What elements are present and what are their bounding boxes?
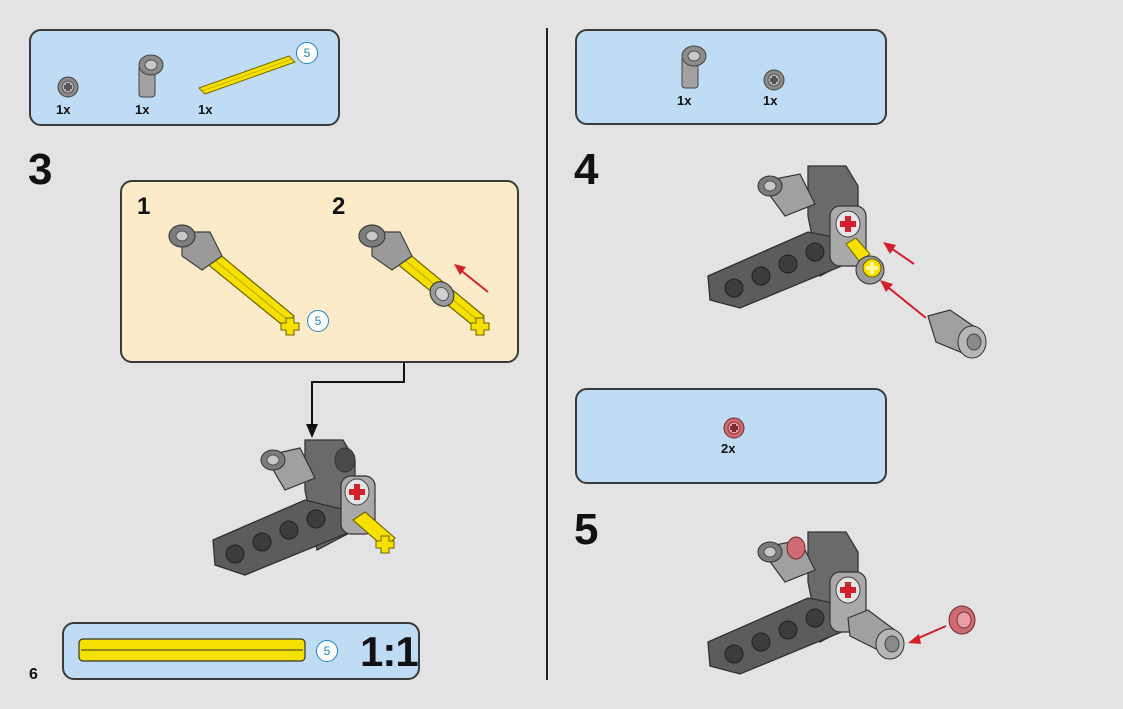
bush-icon [761,67,787,93]
axle-length-callout: 5 [307,310,329,332]
substep-number: 2 [332,195,345,219]
axle-length-reference [78,638,308,664]
red-arrow-icon [452,262,492,294]
scale-label: 1:1 [360,628,418,676]
axle-length-callout: 5 [316,640,338,662]
red-bush-icon [721,415,747,441]
step5-model-illustration [700,526,985,676]
step-number: 5 [574,508,598,552]
part-qty: 1x [763,93,777,108]
step-number: 4 [574,148,598,192]
step-number: 3 [28,148,52,192]
yellow-axle-5-icon [197,52,297,96]
part-qty: 2x [721,441,735,456]
column-divider [546,28,548,680]
step4-model-illustration [700,160,995,370]
bush-icon [55,74,81,100]
axle-pin-connector-icon [676,44,708,90]
part-qty: 1x [135,102,149,117]
page-number: 6 [29,666,38,684]
part-qty: 1x [56,102,70,117]
part-qty: 1x [198,102,212,117]
axle-length-callout: 5 [296,42,318,64]
connector-with-axle-icon [162,218,302,338]
axle-pin-connector-icon [133,53,165,99]
substep-number: 1 [137,195,150,219]
step3-model-illustration [205,430,405,580]
step4-parts-list [575,29,887,125]
part-qty: 1x [677,93,691,108]
